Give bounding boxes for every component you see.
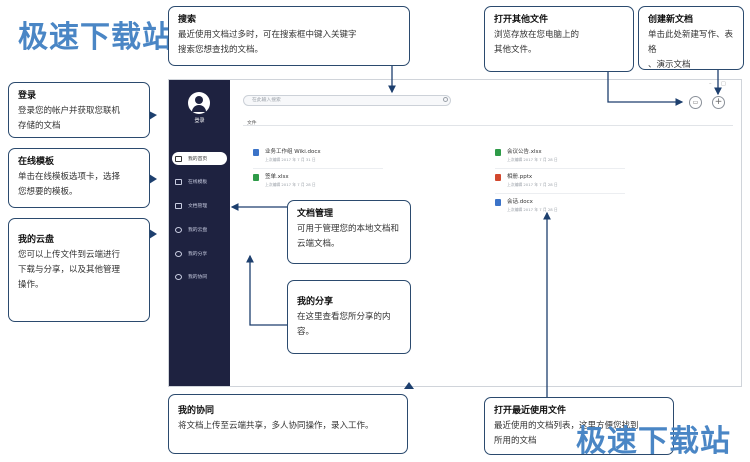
callout-my-share: 我的分享 在这里查看您所分享的内容。 [287,280,411,354]
avatar-icon[interactable] [188,92,210,114]
callout-login: 登录 登录您的帐户并获取您联机 存储的文档 [8,82,150,138]
watermark-bottom-right: 极速下载站 [576,424,731,459]
callout-text: 您可以上传文件到云端进行 [18,250,121,260]
file-meta: 上次编辑 2017 年 7 月 28 日 [265,182,316,187]
callout-templates: 在线模板 单击在线模板选项卡，选择 您想要的模板。 [8,148,150,208]
sidebar-item-collab[interactable]: 我的协同 [172,270,227,283]
home-icon [175,155,182,162]
callout-create-new: 创建新文档 单击此处新建写作、表格 、演示文档 [638,6,744,70]
callout-title: 我的分享 [297,297,334,307]
list-item[interactable]: 相册.pptx 上次编辑 2017 年 7 月 28 日 [495,172,558,188]
callout-text: 操作。 [18,280,44,290]
maximize-button[interactable]: □ [721,81,726,87]
section-label: 文件 [247,121,257,126]
callout-open-other: 打开其他文件 浏览存放在您电脑上的 其他文件。 [484,6,634,72]
file-meta: 上次编辑 2017 年 7 月 28 日 [507,182,558,187]
sidebar-item-home[interactable]: 我的首页 [172,152,227,165]
callout-text: 您想要的模板。 [18,187,78,197]
docx-file-icon [495,199,501,206]
divider [243,125,733,126]
folder-icon: ▭ [692,99,699,106]
callout-text: 浏览存放在您电脑上的 [494,30,580,40]
callout-title: 打开最近使用文件 [494,406,567,416]
sidebar-item-label: 我的首页 [188,157,208,162]
list-item[interactable]: 签单.xlsx 上次编辑 2017 年 7 月 28 日 [253,172,316,188]
callout-text: 搜索您想查找的文档。 [178,45,264,55]
callout-text: 在这里查看您所分享的内容。 [297,312,391,337]
callout-text: 下载与分享，以及其他管理 [18,265,121,275]
file-meta: 上次编辑 2017 年 7 月 28 日 [507,157,558,162]
callout-title: 创建新文档 [648,15,694,25]
callout-text: 单击在线模板选项卡，选择 [18,172,121,182]
file-name: 会话.docx [507,199,533,205]
list-item[interactable]: 会议公告.xlsx 上次编辑 2017 年 7 月 28 日 [495,147,558,163]
callout-title: 登录 [18,91,37,101]
login-label[interactable]: 登录 [194,118,205,124]
callout-text: 可用于管理您的本地文档和 [297,224,400,234]
row-divider [495,193,625,194]
row-divider [253,168,383,169]
callout-collab: 我的协同 将文档上传至云端共享，多人协同操作，录入工作。 [168,394,408,454]
row-divider [495,168,625,169]
template-icon [175,178,182,185]
sidebar-item-label: 我的分享 [188,252,208,257]
callout-search: 搜索 最近使用文档过多时，可在搜索框中键入关键字 搜索您想查找的文档。 [168,6,410,66]
callout-text: 所用的文档 [494,436,537,446]
app-window: 登录 我的首页 在线模板 文档管理 我的云盘 我的分享 我的协同 在此输入搜索 … [168,79,742,387]
list-item[interactable]: 会话.docx 上次编辑 2017 年 7 月 28 日 [495,197,558,213]
user-icon [175,273,182,280]
callout-title: 搜索 [178,15,197,25]
callout-text: 存储的文档 [18,121,61,131]
callout-text: 登录您的帐户并获取您联机 [18,106,121,116]
cloud-icon [175,226,182,233]
open-file-button[interactable]: ▭ [689,96,702,109]
sidebar-item-templates[interactable]: 在线模板 [172,175,227,188]
callout-cloud: 我的云盘 您可以上传文件到云端进行 下载与分享，以及其他管理 操作。 [8,218,150,322]
callout-text: 、演示文档 [648,60,691,70]
sidebar-item-label: 我的云盘 [188,228,208,233]
docx-file-icon [253,149,259,156]
sidebar-item-label: 在线模板 [188,180,208,185]
pptx-file-icon [495,174,501,181]
callout-title: 我的协同 [178,406,215,416]
xlsx-file-icon [495,149,501,156]
file-name: 业务工作组 Wiki.docx [265,149,321,155]
minimize-button[interactable]: – [709,81,712,87]
callout-text: 将文档上传至云端共享，多人协同操作，录入工作。 [178,421,374,431]
callout-text: 其他文件。 [494,45,537,55]
file-meta: 上次编辑 2017 年 7 月 28 日 [507,207,558,212]
sidebar: 登录 我的首页 在线模板 文档管理 我的云盘 我的分享 我的协同 [169,80,230,386]
callout-title: 在线模板 [18,157,55,167]
folder-icon [175,202,182,209]
callout-title: 文档管理 [297,209,334,219]
callout-title: 打开其他文件 [494,15,549,25]
callout-recent: 打开最近使用文件 最近使用的文档列表，这里方便您找到 所用的文档 [484,397,674,455]
callout-text: 最近使用的文档列表，这里方便您找到 [494,421,639,431]
callout-title: 我的云盘 [18,235,55,245]
search-icon[interactable] [443,97,448,102]
callout-text: 最近使用文档过多时，可在搜索框中键入关键字 [178,30,357,40]
sidebar-item-label: 文档管理 [188,204,208,209]
file-name: 签单.xlsx [265,174,289,180]
callout-text: 单击此处新建写作、表格 [648,30,734,55]
sidebar-item-cloud[interactable]: 我的云盘 [172,223,227,236]
share-icon [175,250,182,257]
sidebar-item-label: 我的协同 [188,275,208,280]
sidebar-item-doc-manage[interactable]: 文档管理 [172,199,227,212]
xlsx-file-icon [253,174,259,181]
file-meta: 上次编辑 2017 年 7 月 31 日 [265,157,316,162]
file-name: 相册.pptx [507,174,533,180]
callout-doc-manage: 文档管理 可用于管理您的本地文档和 云端文档。 [287,200,411,264]
sidebar-item-share[interactable]: 我的分享 [172,247,227,260]
list-item[interactable]: 业务工作组 Wiki.docx 上次编辑 2017 年 7 月 31 日 [253,147,321,163]
new-document-button[interactable]: + [712,96,725,109]
callout-text: 云端文档。 [297,239,340,249]
search-input[interactable]: 在此输入搜索 [243,95,451,106]
file-name: 会议公告.xlsx [507,149,542,155]
watermark-top-left: 极速下载站 [18,20,173,55]
